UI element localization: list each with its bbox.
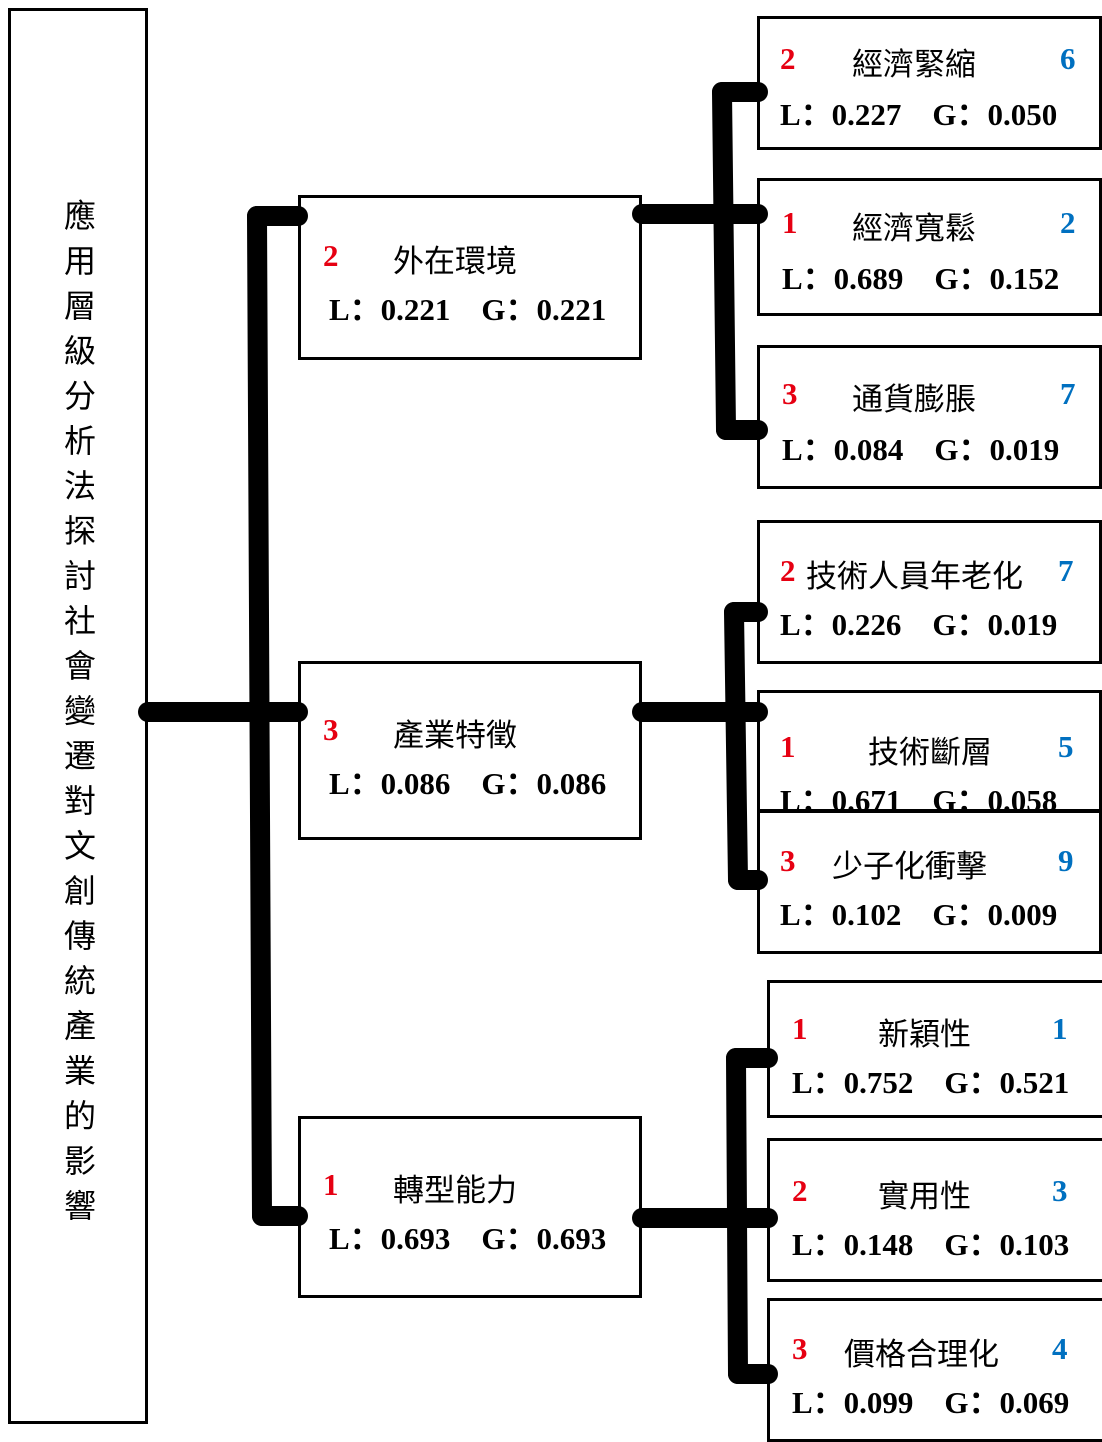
criterion-name: 產業特徵 <box>393 718 517 754</box>
sub-name: 通貨膨脹 <box>852 382 976 418</box>
criterion-local-rank: 2 <box>323 238 339 273</box>
sub-local-rank: 3 <box>782 376 798 411</box>
sub-weights: L：0.752 G：0.521 <box>792 1065 1070 1100</box>
root-goal-title: 應用層級分析法探討社會變遷對文創傳統產業的影響 <box>59 198 97 1234</box>
criterion-box-3: 1 轉型能力 L：0.693 G：0.693 <box>298 1116 642 1298</box>
criterion-box-1: 2 外在環境 L：0.221 G：0.221 <box>298 195 642 360</box>
sub-local-rank: 1 <box>780 729 796 764</box>
criterion-box-2: 3 產業特徵 L：0.086 G：0.086 <box>298 661 642 840</box>
sub-local-rank: 2 <box>780 553 796 588</box>
sub-name: 技術斷層 <box>868 735 992 771</box>
sub-name: 實用性 <box>878 1179 971 1215</box>
c2-branch <box>724 602 748 890</box>
sub-name: 少子化衝擊 <box>832 849 987 885</box>
criterion-weights: L：0.221 G：0.221 <box>329 292 607 327</box>
sub-global-rank: 7 <box>1058 553 1074 588</box>
subcriterion-box-1-3: 3 通貨膨脹 7 L：0.084 G：0.019 <box>757 345 1102 489</box>
subcriterion-box-3-2: 2 實用性 3 L：0.148 G：0.103 <box>767 1138 1102 1282</box>
subcriterion-box-2-3: 3 少子化衝擊 9 L：0.102 G：0.009 <box>757 810 1102 954</box>
sub-global-rank: 6 <box>1060 41 1076 76</box>
subcriterion-box-1-1: 2 經濟緊縮 6 L：0.227 G：0.050 <box>757 16 1102 150</box>
sub-global-rank: 4 <box>1052 1331 1068 1366</box>
sub-local-rank: 2 <box>780 41 796 76</box>
sub-local-rank: 3 <box>780 843 796 878</box>
sub-global-rank: 1 <box>1052 1011 1068 1046</box>
sub-name: 經濟寬鬆 <box>852 211 976 247</box>
subcriterion-box-1-2: 1 經濟寬鬆 2 L：0.689 G：0.152 <box>757 178 1102 316</box>
sub-global-rank: 3 <box>1052 1173 1068 1208</box>
sub-weights: L：0.226 G：0.019 <box>780 607 1058 642</box>
sub-local-rank: 1 <box>792 1011 808 1046</box>
sub-global-rank: 5 <box>1058 729 1074 764</box>
sub-weights: L：0.084 G：0.019 <box>782 432 1060 467</box>
criterion-local-rank: 3 <box>323 712 339 747</box>
sub-weights: L：0.689 G：0.152 <box>782 261 1060 296</box>
sub-weights: L：0.099 G：0.069 <box>792 1385 1070 1420</box>
criterion-weights: L：0.086 G：0.086 <box>329 766 607 801</box>
subcriterion-box-2-2: 1 技術斷層 5 L：0.671 G：0.058 <box>757 690 1102 818</box>
sub-weights: L：0.102 G：0.009 <box>780 897 1058 932</box>
sub-name: 新穎性 <box>878 1017 971 1053</box>
sub-weights: L：0.227 G：0.050 <box>780 97 1058 132</box>
criterion-name: 轉型能力 <box>393 1173 517 1209</box>
subcriterion-box-3-1: 1 新穎性 1 L：0.752 G：0.521 <box>767 980 1102 1118</box>
sub-name: 價格合理化 <box>844 1337 999 1373</box>
sub-name: 技術人員年老化 <box>806 559 1023 595</box>
criterion-weights: L：0.693 G：0.693 <box>329 1221 607 1256</box>
sub-global-rank: 2 <box>1060 205 1076 240</box>
sub-local-rank: 3 <box>792 1331 808 1366</box>
subcriterion-box-2-1: 2 技術人員年老化 7 L：0.226 G：0.019 <box>757 520 1102 664</box>
c1-branch <box>712 82 736 440</box>
sub-weights: L：0.148 G：0.103 <box>792 1227 1070 1262</box>
sub-name: 經濟緊縮 <box>852 47 976 83</box>
criterion-name: 外在環境 <box>393 244 517 280</box>
sub-global-rank: 9 <box>1058 843 1074 878</box>
sub-local-rank: 1 <box>782 205 798 240</box>
sub-local-rank: 2 <box>792 1173 808 1208</box>
subcriterion-box-3-3: 3 價格合理化 4 L：0.099 G：0.069 <box>767 1298 1102 1442</box>
sub-global-rank: 7 <box>1060 376 1076 411</box>
criterion-local-rank: 1 <box>323 1167 339 1202</box>
root-goal-box: 應用層級分析法探討社會變遷對文創傳統產業的影響 <box>8 8 148 1424</box>
